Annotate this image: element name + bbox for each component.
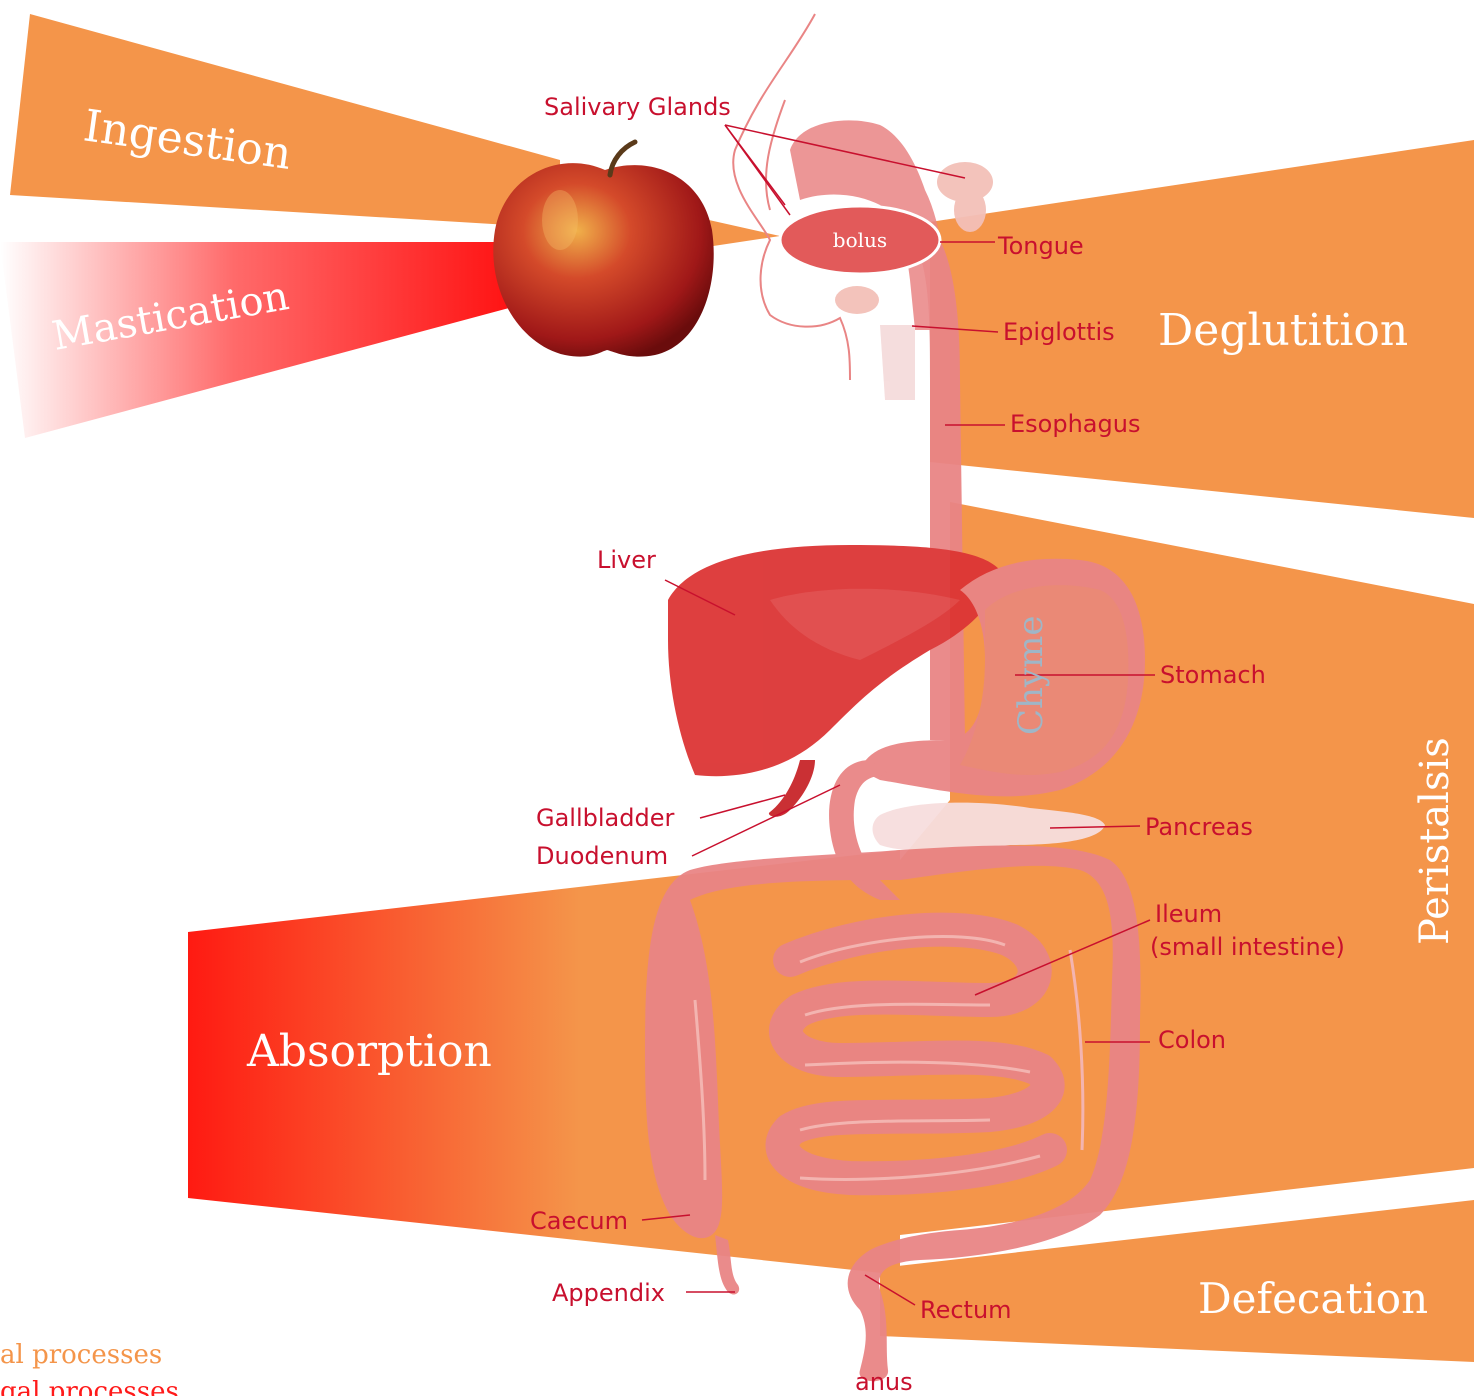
salivary-glands-label: Salivary Glands [544,93,731,121]
sublingual-gland [835,286,879,314]
chyme-label: Chyme [1011,616,1051,735]
rectum-label: Rectum [920,1296,1012,1324]
deglutition-label: Deglutition [1158,305,1408,356]
colon-label: Colon [1158,1026,1226,1054]
legend-chemical: gal processes [0,1377,179,1396]
appendix-label: Appendix [552,1279,665,1307]
gallbladder-label: Gallbladder [536,804,674,832]
esophagus-label: Esophagus [1010,410,1140,438]
tongue-label: Tongue [997,232,1084,260]
pancreas-label: Pancreas [1145,813,1253,841]
parotid-gland-lower [954,188,986,232]
peristalsis-label: Peristalsis [1412,737,1458,945]
bolus: bolus [780,206,940,274]
larynx [880,325,915,400]
caecum-label: Caecum [530,1207,628,1235]
legend-mechanical: al processes [0,1340,162,1370]
liver-label: Liver [597,546,656,574]
bolus-label: bolus [833,228,887,252]
defecation-label: Defecation [1198,1274,1428,1323]
head-outline [733,14,850,380]
absorption-label: Absorption [246,1026,492,1077]
ileum-label: Ileum [1155,900,1222,928]
small-intestine-label: (small intestine) [1150,933,1345,961]
stomach-label: Stomach [1160,661,1266,689]
duodenum-label: Duodenum [536,842,668,870]
epiglottis-label: Epiglottis [1003,318,1115,346]
anus-label: anus [855,1368,913,1396]
